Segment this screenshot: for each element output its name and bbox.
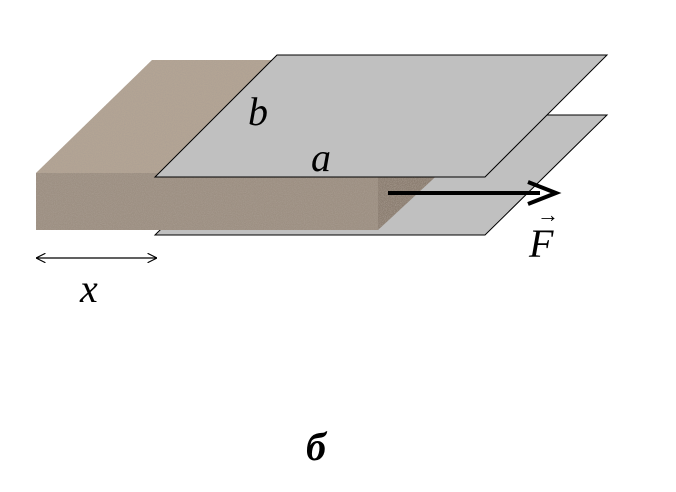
force-vector-mark: → [537,202,559,227]
top-plate [153,54,609,178]
figure-caption: б [306,424,328,469]
label-a: a [311,135,331,180]
dielectric-slab-front [36,173,378,230]
label-b: b [248,89,268,134]
force-arrow-head [527,180,562,206]
force-arrow [388,180,562,206]
label-x: x [79,266,98,311]
label-force: F [528,221,554,266]
